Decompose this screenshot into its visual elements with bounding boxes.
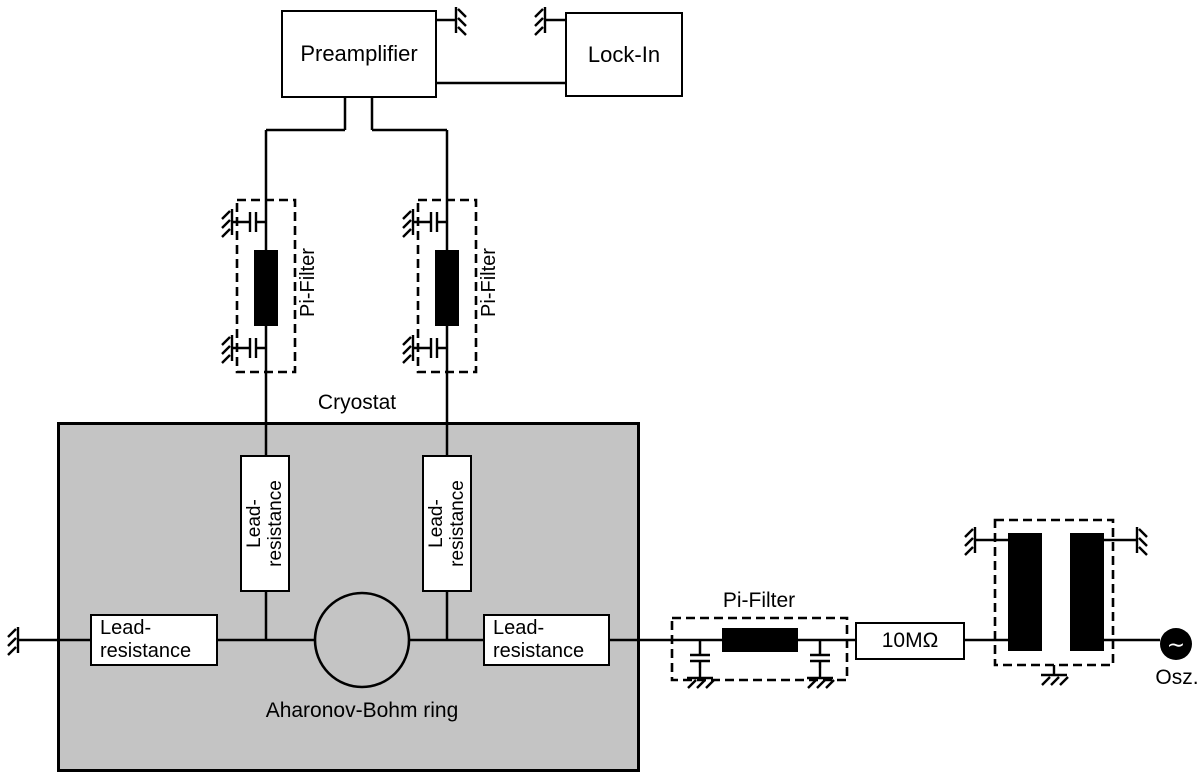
oscillator-label: Osz. [1155, 666, 1198, 689]
wire-left-filter-caps [242, 220, 266, 350]
pi-filter-output-label: Pi-Filter [722, 589, 796, 612]
lead-resistance-probe-left-box: Lead- resistance [240, 455, 290, 592]
lead-resistance-probe-left-label: Lead- resistance [243, 480, 286, 567]
lead-resistance-probe-right-box: Lead- resistance [422, 455, 472, 592]
capacitor-icon [248, 336, 258, 360]
preamplifier-box: Preamplifier [281, 10, 437, 98]
lead-resistance-line2: resistance [446, 480, 468, 567]
ground-icon [6, 625, 30, 657]
ground-icon [444, 5, 468, 37]
pi-filter-right-label-wrap: Pi-Filter [474, 226, 504, 338]
wires [28, 18, 1160, 668]
ground-icon [805, 666, 836, 690]
ground-icon [220, 207, 244, 239]
wire-output-filter-caps [698, 640, 822, 668]
aharonov-bohm-ring [313, 591, 411, 689]
wire-preamp-split [266, 98, 447, 132]
wire-right-filter-caps [423, 220, 447, 350]
feedthrough-filter-bar-output [722, 628, 798, 652]
lead-resistance-line1: Lead- [100, 617, 152, 639]
lead-resistance-line2: resistance [264, 480, 286, 567]
lockin-box: Lock-In [565, 12, 683, 97]
ground-icon [1125, 525, 1149, 557]
lead-resistance-current-left-box: Lead- resistance [90, 614, 218, 666]
lead-resistance-line2: resistance [493, 640, 585, 662]
lead-resistance-line1: Lead- [425, 499, 447, 548]
lead-resistance-current-right-box: Lead- resistance [483, 614, 610, 666]
ground-icon [685, 666, 716, 690]
capacitor-icon [808, 653, 832, 663]
lead-resistance-line1: Lead- [243, 499, 265, 548]
lead-resistance-line2: resistance [100, 640, 192, 662]
pi-filter-left-label-wrap: Pi-Filter [293, 226, 323, 338]
pi-filter-left-label: Pi-Filter [296, 247, 319, 317]
lead-resistance-line1: Lead- [493, 617, 545, 639]
pi-filter-left-enclosure [235, 198, 297, 374]
lead-resistance-probe-right-label: Lead- resistance [425, 480, 468, 567]
capacitor-icon [429, 210, 439, 234]
ground-icon [533, 5, 557, 37]
capacitor-icon [429, 336, 439, 360]
ground-icon [963, 525, 987, 557]
capacitor-icon [248, 210, 258, 234]
series-resistor-box: 10MΩ [855, 622, 965, 660]
cryostat-enclosure [57, 422, 640, 772]
series-resistor-label: 10MΩ [881, 629, 939, 652]
transformer-winding-right [1070, 533, 1104, 651]
wire-probe-lines [264, 130, 449, 640]
feedthrough-filter-bar-left [254, 250, 278, 326]
pi-filter-right-label: Pi-Filter [477, 247, 500, 317]
lockin-label: Lock-In [587, 41, 661, 67]
filter-bars [254, 250, 1104, 652]
preamplifier-label: Preamplifier [300, 41, 418, 66]
ground-icon [220, 333, 244, 365]
feedthrough-filter-bar-right [435, 250, 459, 326]
ground-icon [1039, 663, 1070, 687]
pi-filter-right-enclosure [416, 198, 478, 374]
oscillator-wave-glyph: ∼ [1167, 633, 1185, 658]
oscillator-icon [1160, 628, 1192, 660]
ground-icon [401, 207, 425, 239]
sample-label: Aharonov-Bohm ring [265, 699, 459, 722]
capacitor-icon [688, 653, 712, 663]
transformer-winding-left [1008, 533, 1042, 651]
cryostat-label: Cryostat [317, 391, 397, 414]
ground-icon [401, 333, 425, 365]
pi-filter-output-enclosure [670, 616, 849, 682]
